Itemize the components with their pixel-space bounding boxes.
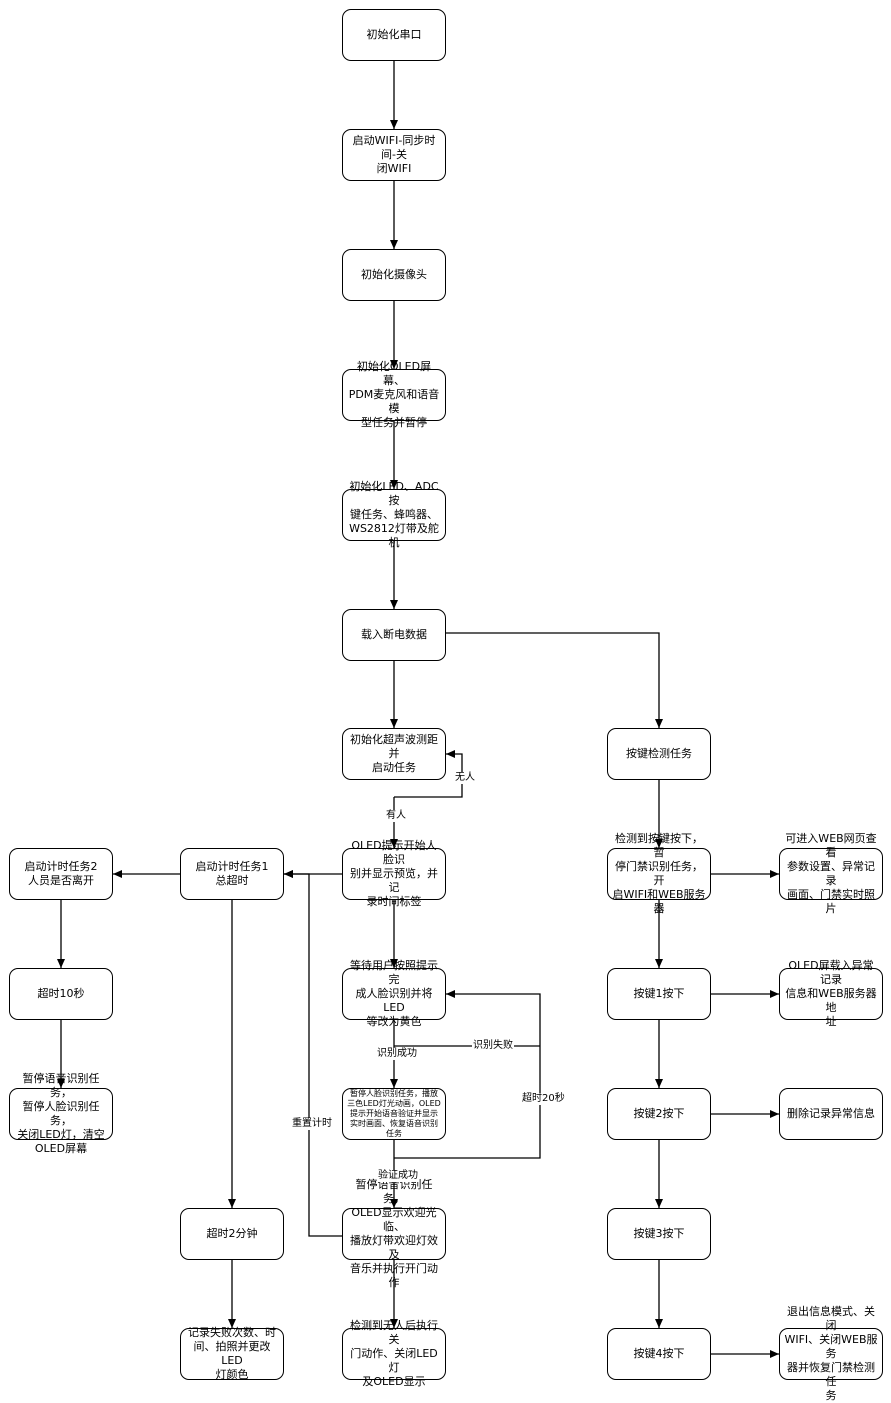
node-key4: 按键4按下 — [607, 1328, 711, 1380]
node-init-ultrasonic: 初始化超声波测距并 启动任务 — [342, 728, 446, 780]
node-key1: 按键1按下 — [607, 968, 711, 1020]
edge-label-recog-fail: 识别失败 — [472, 1040, 514, 1052]
edge-label-timeout-20s: 超时20秒 — [521, 1093, 566, 1105]
node-init-camera: 初始化摄像头 — [342, 249, 446, 301]
node-init-oled: 初始化OLED屏幕、 PDM麦克风和语音模 型任务并暂停 — [342, 360, 446, 429]
node-load-data: 载入断电数据 — [342, 609, 446, 661]
node-record-fail: 记录失败次数、时 间、拍照并更改LED 灯颜色 — [180, 1326, 284, 1381]
node-init-led: 初始化LED、ADC按 键任务、蜂鸣器、 WS2812灯带及舵机 — [342, 480, 446, 549]
node-web-view: 可进入WEB网页查看 参数设置、异常记录 画面、门禁实时照片 — [779, 832, 883, 915]
node-start-wifi: 启动WIFI-同步时间-关 闭WIFI — [342, 129, 446, 181]
node-key-pressed: 检测到按键按下，暂 停门禁识别任务，开 启WIFI和WEB服务器 — [607, 832, 711, 915]
node-key3: 按键3按下 — [607, 1208, 711, 1260]
node-timer2: 启动计时任务2 人员是否离开 — [9, 848, 113, 900]
edge-load-to-keydetect — [446, 632, 663, 728]
node-wait-face: 等待用户按照提示完 成人脸识别并将LED 等改为黄色 — [342, 959, 446, 1028]
edge-label-someone: 有人 — [385, 810, 407, 822]
edge-label-reset-timer: 重置计时 — [291, 1118, 333, 1130]
node-pause-face: 暂停人脸识别任务，播放 三色LED灯光动画，OLED 提示开始语音验证并显示 实… — [342, 1088, 446, 1140]
node-close-door: 检测到无人后执行关 门动作、关闭LED灯 及OLED显示 — [342, 1319, 446, 1388]
node-welcome: 暂停语音识别任务， OLED显示欢迎光临、 播放灯带欢迎灯效及 音乐并执行开门动… — [342, 1178, 446, 1289]
node-key2: 按键2按下 — [607, 1088, 711, 1140]
edge-label-nobody: 无人 — [454, 772, 476, 784]
node-timer1: 启动计时任务1 总超时 — [180, 848, 284, 900]
node-key-detect: 按键检测任务 — [607, 728, 711, 780]
edge-label-recog-success: 识别成功 — [376, 1048, 418, 1060]
node-oled-prompt: OLED提示开始人脸识 别并显示预览，并记 录时间标签 — [342, 839, 446, 908]
node-pause-all: 暂停语音识别任务， 暂停人脸识别任务， 关闭LED灯，清空 OLED屏幕 — [9, 1072, 113, 1155]
node-oled-show: OLED屏载入异常记录 信息和WEB服务器地 址 — [779, 959, 883, 1028]
node-timeout-10s: 超时10秒 — [9, 968, 113, 1020]
edge-label-verify-success: 验证成功 — [377, 1170, 419, 1182]
node-timeout-2min: 超时2分钟 — [180, 1208, 284, 1260]
node-exit-info: 退出信息模式、关闭 WIFI、关闭WEB服务 器并恢复门禁检测任 务 — [779, 1305, 883, 1402]
edge-timeout20-loop — [394, 990, 541, 1159]
edge-reset-timer — [284, 870, 342, 1237]
node-delete-record: 删除记录异常信息 — [779, 1088, 883, 1140]
node-init-serial: 初始化串口 — [342, 9, 446, 61]
